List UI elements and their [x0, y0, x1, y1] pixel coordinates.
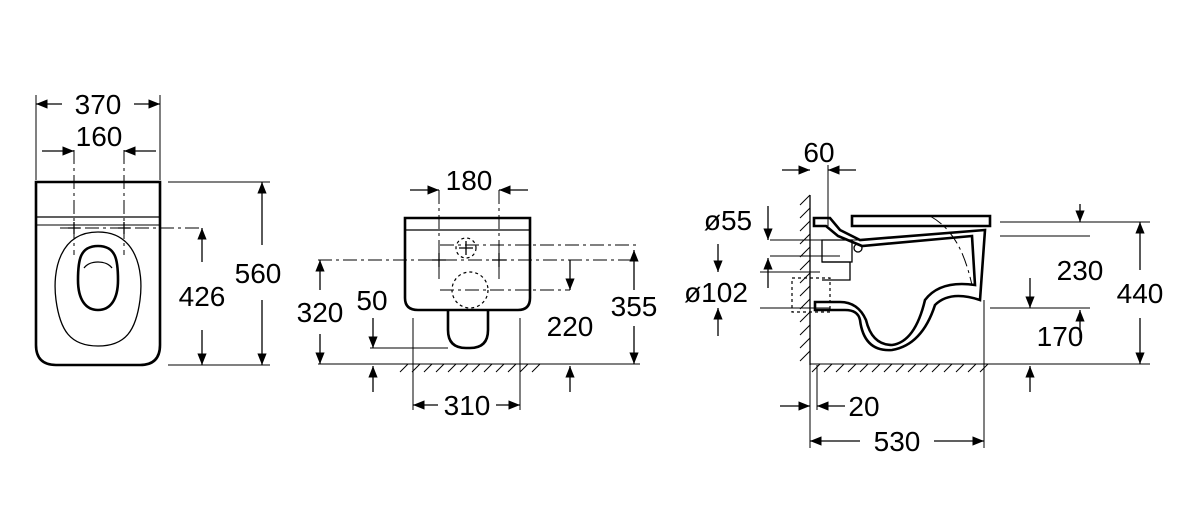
front-fixing-holes — [68, 222, 130, 234]
dim-front-370: 370 — [75, 89, 122, 120]
side-view: 60 ø55 ø102 230 170 440 20 530 — [684, 137, 1163, 457]
dim-rear-355: 355 — [611, 291, 658, 322]
dim-side-440: 440 — [1117, 278, 1164, 309]
dim-front-426: 426 — [179, 281, 226, 312]
dim-side-20: 20 — [848, 391, 879, 422]
front-seat-inner — [54, 231, 142, 347]
dim-rear-310: 310 — [444, 390, 491, 421]
side-fixing-bracket — [821, 239, 853, 263]
dim-front-160: 160 — [76, 121, 123, 152]
side-bowl-profile — [812, 216, 987, 352]
dim-side-170: 170 — [1037, 321, 1084, 352]
rear-view: 180 320 50 310 220 355 — [297, 165, 658, 421]
side-seat-lid — [850, 214, 992, 228]
dim-side-230: 230 — [1057, 255, 1104, 286]
dim-rear-180: 180 — [446, 165, 493, 196]
side-floor-hatch — [811, 363, 989, 373]
front-bowl-outline — [34, 180, 162, 367]
dim-side-60: 60 — [803, 137, 834, 168]
dim-side-530: 530 — [874, 426, 921, 457]
rear-body-outline — [403, 216, 532, 312]
dim-rear-50: 50 — [356, 285, 387, 316]
rear-outlet — [446, 310, 490, 350]
dim-front-560: 560 — [235, 258, 282, 289]
dim-rear-220: 220 — [547, 311, 594, 342]
dim-side-dia102: ø102 — [684, 277, 748, 308]
dim-rear-320: 320 — [297, 297, 344, 328]
front-view: 370 160 426 560 — [34, 89, 282, 367]
dim-side-dia55: ø55 — [704, 205, 752, 236]
rear-floor-hatch — [399, 363, 541, 373]
